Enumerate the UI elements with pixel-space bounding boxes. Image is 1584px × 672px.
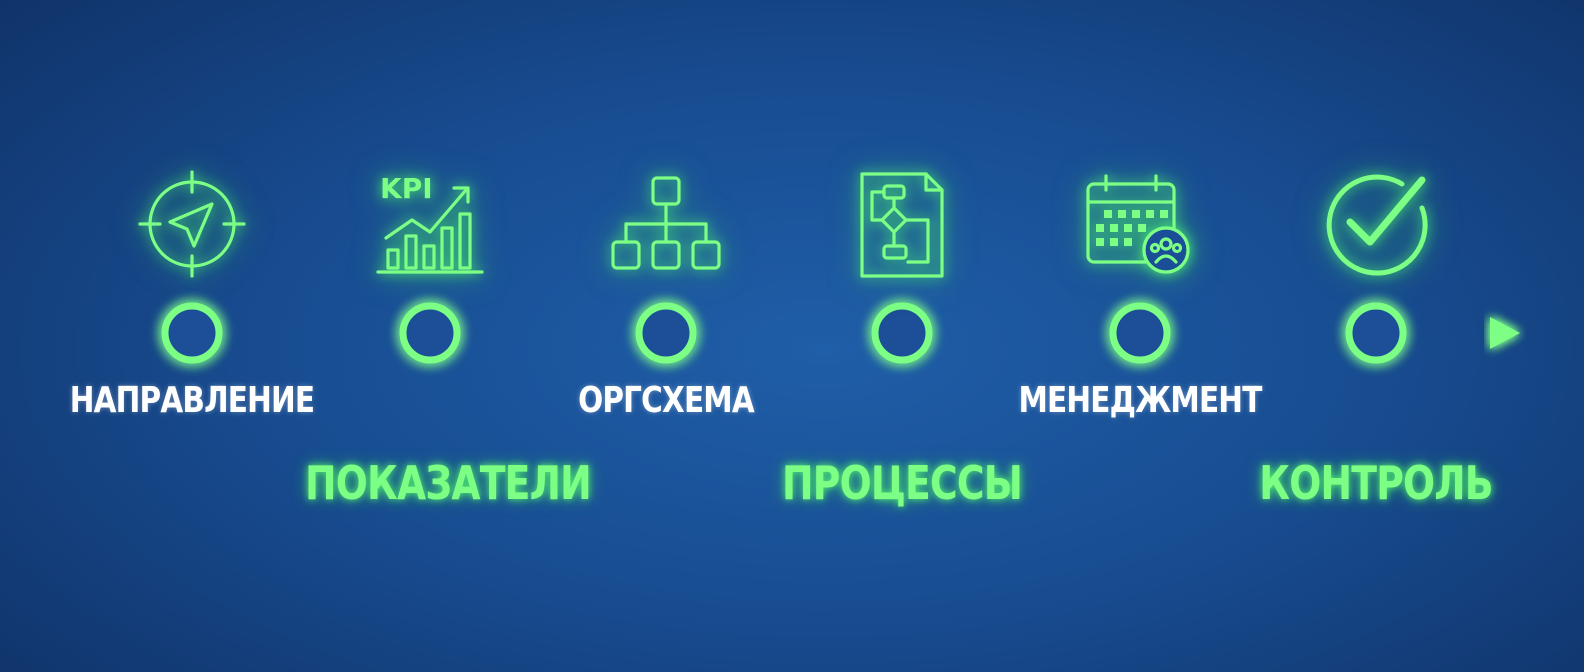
step-label-control: КОНТРОЛЬ — [1259, 456, 1493, 510]
step-label-direction: НАПРАВЛЕНИЕ — [69, 380, 315, 421]
timeline-node — [871, 302, 933, 364]
timeline-arrowhead — [1490, 317, 1520, 349]
compass-target-icon — [132, 166, 252, 286]
timeline-node — [399, 302, 461, 364]
kpi-chart-icon: KPI — [370, 166, 490, 286]
step-label-org-chart: ОРГСХЕМА — [578, 380, 755, 421]
flowchart-document-icon — [842, 166, 962, 286]
checkmark-circle-icon — [1318, 166, 1438, 286]
calendar-team-icon — [1080, 166, 1200, 286]
timeline-node — [1345, 302, 1407, 364]
step-label-indicators: ПОКАЗАТЕЛИ — [305, 456, 592, 510]
timeline-node — [635, 302, 697, 364]
step-label-management: МЕНЕДЖМЕНТ — [1018, 380, 1262, 421]
org-chart-icon — [606, 166, 726, 286]
timeline-node — [161, 302, 223, 364]
svg-text:KPI: KPI — [380, 172, 433, 205]
step-label-processes: ПРОЦЕССЫ — [782, 456, 1023, 510]
timeline-node — [1109, 302, 1171, 364]
